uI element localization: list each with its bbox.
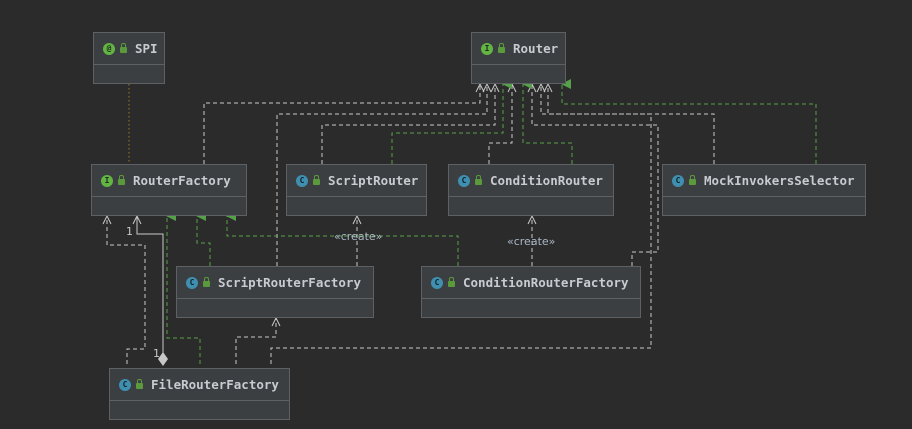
node-label: ScriptRouterFactory — [218, 275, 361, 290]
interface-icon: I — [481, 42, 493, 55]
node-spi[interactable]: @ SPI — [93, 32, 165, 84]
node-label: MockInvokersSelector — [704, 173, 855, 188]
edge-conditionrouter-implements-router — [522, 79, 573, 164]
node-mockinvokersselector[interactable]: C MockInvokersSelector — [662, 164, 866, 216]
node-body — [92, 197, 246, 217]
node-label: FileRouterFactory — [151, 377, 279, 392]
class-icon: C — [458, 174, 470, 187]
edge-mock-implements-router — [561, 79, 817, 164]
class-icon: C — [672, 174, 684, 187]
lock-icon — [448, 277, 455, 287]
node-scriptrouterfactory[interactable]: C ScriptRouterFactory — [176, 266, 374, 318]
lock-icon — [689, 175, 696, 185]
edge-frf-uses-routerfactory — [106, 216, 146, 364]
lock-icon — [120, 43, 127, 53]
edge-frf-uses-srf — [235, 318, 277, 364]
edge-scriptrouter-implements-router — [391, 79, 512, 164]
lock-icon — [475, 175, 482, 185]
node-body — [422, 299, 640, 319]
edge-frf-uses-router — [270, 84, 652, 364]
class-icon: C — [431, 276, 443, 289]
node-conditionrouter[interactable]: C ConditionRouter — [448, 164, 614, 216]
lock-icon — [118, 175, 125, 185]
node-body — [287, 197, 426, 217]
node-body — [472, 65, 565, 85]
node-body — [449, 197, 613, 217]
node-filerouterfactory[interactable]: C FileRouterFactory — [109, 368, 290, 420]
lock-icon — [136, 379, 143, 389]
interface-icon: I — [101, 174, 113, 187]
edge-frf-aggregates-routerfactory — [136, 216, 164, 353]
create-label-scriptrouter: «create» — [334, 230, 383, 243]
node-routerfactory[interactable]: I RouterFactory — [91, 164, 247, 216]
node-body — [663, 197, 865, 217]
node-label: ConditionRouterFactory — [463, 275, 629, 290]
lock-icon — [203, 277, 210, 287]
edge-routerfactory-uses-router — [203, 84, 481, 164]
edge-conditionrouter-uses-router — [488, 84, 513, 164]
node-label: SPI — [135, 41, 158, 56]
node-body — [110, 401, 289, 421]
node-conditionrouterfactory[interactable]: C ConditionRouterFactory — [421, 266, 641, 318]
edge-frf-implements-routerfactory — [166, 211, 201, 364]
node-label: ScriptRouter — [328, 173, 419, 188]
class-icon: C — [119, 378, 131, 391]
class-icon: C — [296, 174, 308, 187]
multiplicity-label: 1 — [153, 347, 160, 360]
annotation-icon: @ — [103, 42, 115, 55]
node-router[interactable]: I Router — [471, 32, 566, 84]
node-body — [177, 299, 373, 319]
edge-scriptrouter-uses-router — [321, 84, 496, 164]
node-body — [94, 65, 164, 85]
class-icon: C — [186, 276, 198, 289]
lock-icon — [498, 43, 505, 53]
node-label: RouterFactory — [133, 173, 231, 188]
edge-mock-uses-router — [547, 84, 715, 164]
node-label: Router — [513, 41, 559, 56]
node-label: ConditionRouter — [490, 173, 603, 188]
lock-icon — [313, 175, 320, 185]
aggregation-diamond — [158, 352, 168, 366]
node-scriptrouter[interactable]: C ScriptRouter — [286, 164, 427, 216]
edge-crf-implements-routerfactory — [226, 211, 459, 266]
edge-srf-implements-routerfactory — [196, 211, 211, 266]
create-label-conditionrouter: «create» — [507, 235, 556, 248]
multiplicity-label: 1 — [126, 225, 133, 238]
